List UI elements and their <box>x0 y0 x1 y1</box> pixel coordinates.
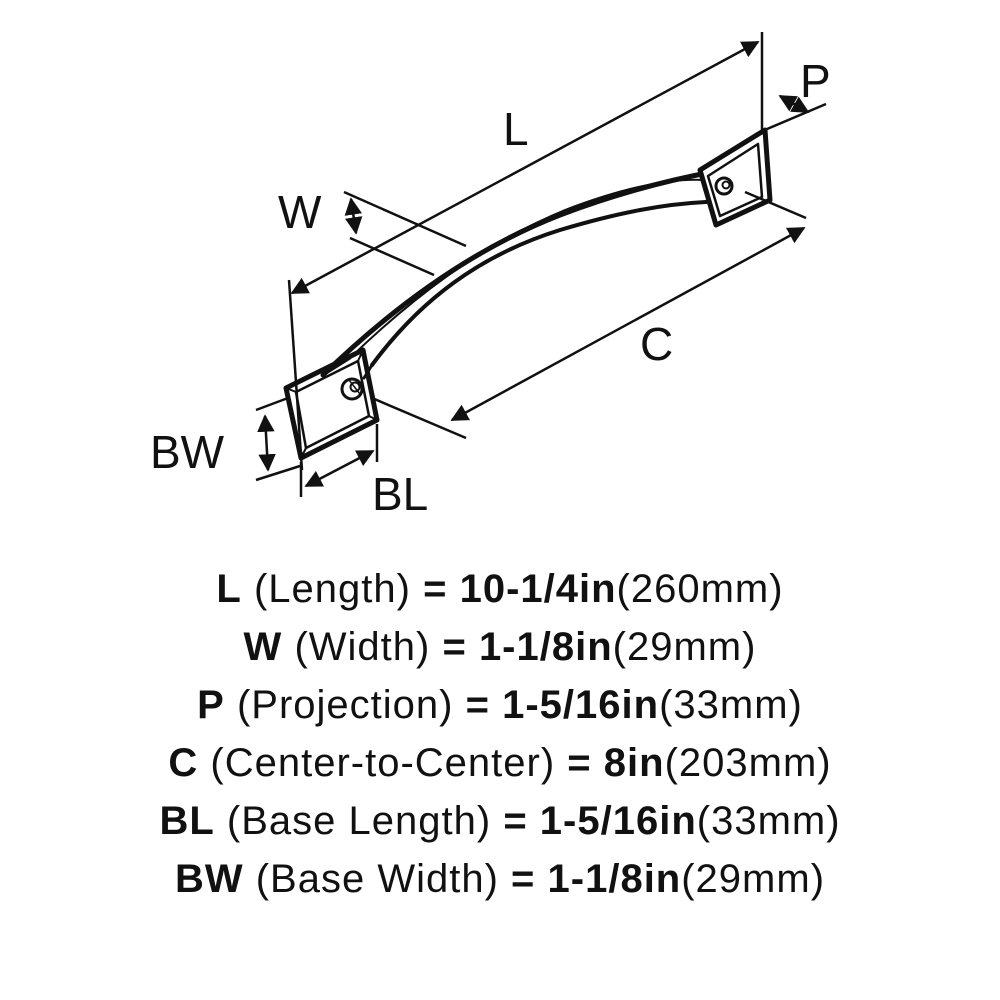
spec-metric: (33mm) <box>696 799 841 843</box>
spec-code: C <box>168 741 199 785</box>
spec-equals: = <box>511 857 536 901</box>
dimension-lines <box>255 32 827 497</box>
width-dimension <box>343 190 467 277</box>
spec-code: BW <box>174 857 244 901</box>
spec-value: 10-1/4in <box>459 567 617 611</box>
label-L: L <box>503 103 529 155</box>
spec-equals: = <box>465 683 490 727</box>
spec-equals: = <box>423 567 448 611</box>
projection-dimension <box>759 94 827 134</box>
spec-name: (Base Width) <box>255 857 499 901</box>
spec-name: (Base Length) <box>226 799 492 843</box>
center-to-center-dimension <box>371 190 807 440</box>
spec-name: (Width) <box>294 625 431 669</box>
spec-row-width: W (Width) = 1-1/8in(29mm) <box>0 618 1000 676</box>
spec-metric: (260mm) <box>616 567 784 611</box>
spec-name: (Length) <box>253 567 411 611</box>
spec-row-base-width: BW (Base Width) = 1-1/8in(29mm) <box>0 850 1000 908</box>
spec-equals: = <box>442 625 467 669</box>
spec-metric: (29mm) <box>681 857 826 901</box>
spec-metric: (29mm) <box>612 625 757 669</box>
label-C: C <box>640 318 673 370</box>
spec-value: 1-1/8in <box>478 625 613 669</box>
label-P: P <box>800 55 831 107</box>
spec-value: 8in <box>603 741 665 785</box>
spec-equals: = <box>503 799 528 843</box>
label-BL: BL <box>372 468 428 520</box>
right-base-plate <box>697 127 773 228</box>
spec-name: (Projection) <box>236 683 454 727</box>
spec-metric: (33mm) <box>659 683 803 727</box>
length-dimension <box>287 32 764 471</box>
spec-row-projection: P (Projection) = 1-5/16in(33mm) <box>0 676 1000 734</box>
spec-code: BL <box>159 799 215 843</box>
base-length-dimension <box>299 424 379 497</box>
spec-equals: = <box>567 741 592 785</box>
cabinet-pull-handle <box>283 127 773 461</box>
label-W: W <box>278 186 322 238</box>
spec-row-center-to-center: C (Center-to-Center) = 8in(203mm) <box>0 734 1000 792</box>
left-screw-icon <box>340 377 364 401</box>
spec-value: 1-1/8in <box>547 857 682 901</box>
spec-code: L <box>216 567 242 611</box>
specification-list: L (Length) = 10-1/4in(260mm) W (Width) =… <box>0 560 1000 908</box>
spec-metric: (203mm) <box>664 741 832 785</box>
spec-row-length: L (Length) = 10-1/4in(260mm) <box>0 560 1000 618</box>
spec-code: W <box>243 625 283 669</box>
dimension-labels: L W P C BW BL <box>150 55 831 520</box>
handle-dimension-diagram: L W P C BW BL <box>150 32 831 520</box>
spec-row-base-length: BL (Base Length) = 1-5/16in(33mm) <box>0 792 1000 850</box>
base-width-dimension <box>255 396 301 482</box>
spec-value: 1-5/16in <box>539 799 697 843</box>
spec-name: (Center-to-Center) <box>210 741 556 785</box>
spec-value: 1-5/16in <box>502 683 660 727</box>
label-BW: BW <box>150 426 225 478</box>
spec-code: P <box>197 683 225 727</box>
